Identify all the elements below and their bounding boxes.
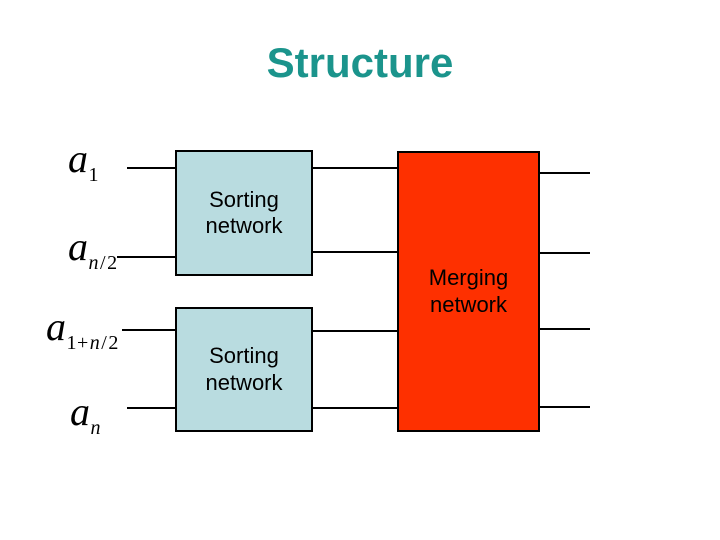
subscript-segment: 1 [88, 164, 99, 186]
sorting-network-top-box: Sorting network [175, 150, 313, 276]
input-label-a-n-over-2: an/2 [68, 224, 118, 274]
wire-connector-3 [313, 330, 397, 332]
subscript-segment: n [90, 417, 101, 439]
subscript-segment: 1+ [66, 332, 89, 354]
wire-input-1 [127, 167, 175, 169]
math-subscript: 1 [88, 164, 100, 186]
wire-connector-2 [313, 251, 397, 253]
math-variable: a [46, 304, 66, 349]
subscript-segment: / [101, 332, 108, 354]
input-label-a-n: an [70, 389, 102, 439]
subscript-segment: / [100, 252, 107, 274]
subscript-segment: 2 [107, 252, 118, 274]
wire-output-2 [540, 252, 590, 254]
wire-output-3 [540, 328, 590, 330]
wire-input-2 [117, 256, 175, 258]
subscript-segment: 2 [108, 332, 119, 354]
wire-connector-4 [313, 407, 397, 409]
math-subscript: n/2 [88, 252, 118, 274]
wire-connector-1 [313, 167, 397, 169]
sorting-network-top-label: Sorting network [205, 186, 283, 238]
math-variable: a [68, 136, 88, 181]
slide-title: Structure [266, 39, 454, 86]
wire-input-3 [122, 329, 175, 331]
merging-network-label: Merging network [428, 265, 509, 317]
input-label-a1: a1 [68, 136, 100, 186]
subscript-segment: n [88, 252, 99, 274]
input-label-a-1-plus-n-over-2: a1+n/2 [46, 304, 119, 354]
math-subscript: 1+n/2 [66, 332, 119, 354]
wire-output-1 [540, 172, 590, 174]
sorting-network-bottom-label: Sorting network [205, 343, 283, 395]
math-variable: a [68, 224, 88, 269]
wire-output-4 [540, 406, 590, 408]
subscript-segment: n [89, 332, 101, 354]
wire-input-4 [127, 407, 175, 409]
math-subscript: n [90, 417, 102, 439]
math-variable: a [70, 389, 90, 434]
sorting-network-bottom-box: Sorting network [175, 307, 313, 432]
merging-network-box: Merging network [397, 151, 540, 432]
